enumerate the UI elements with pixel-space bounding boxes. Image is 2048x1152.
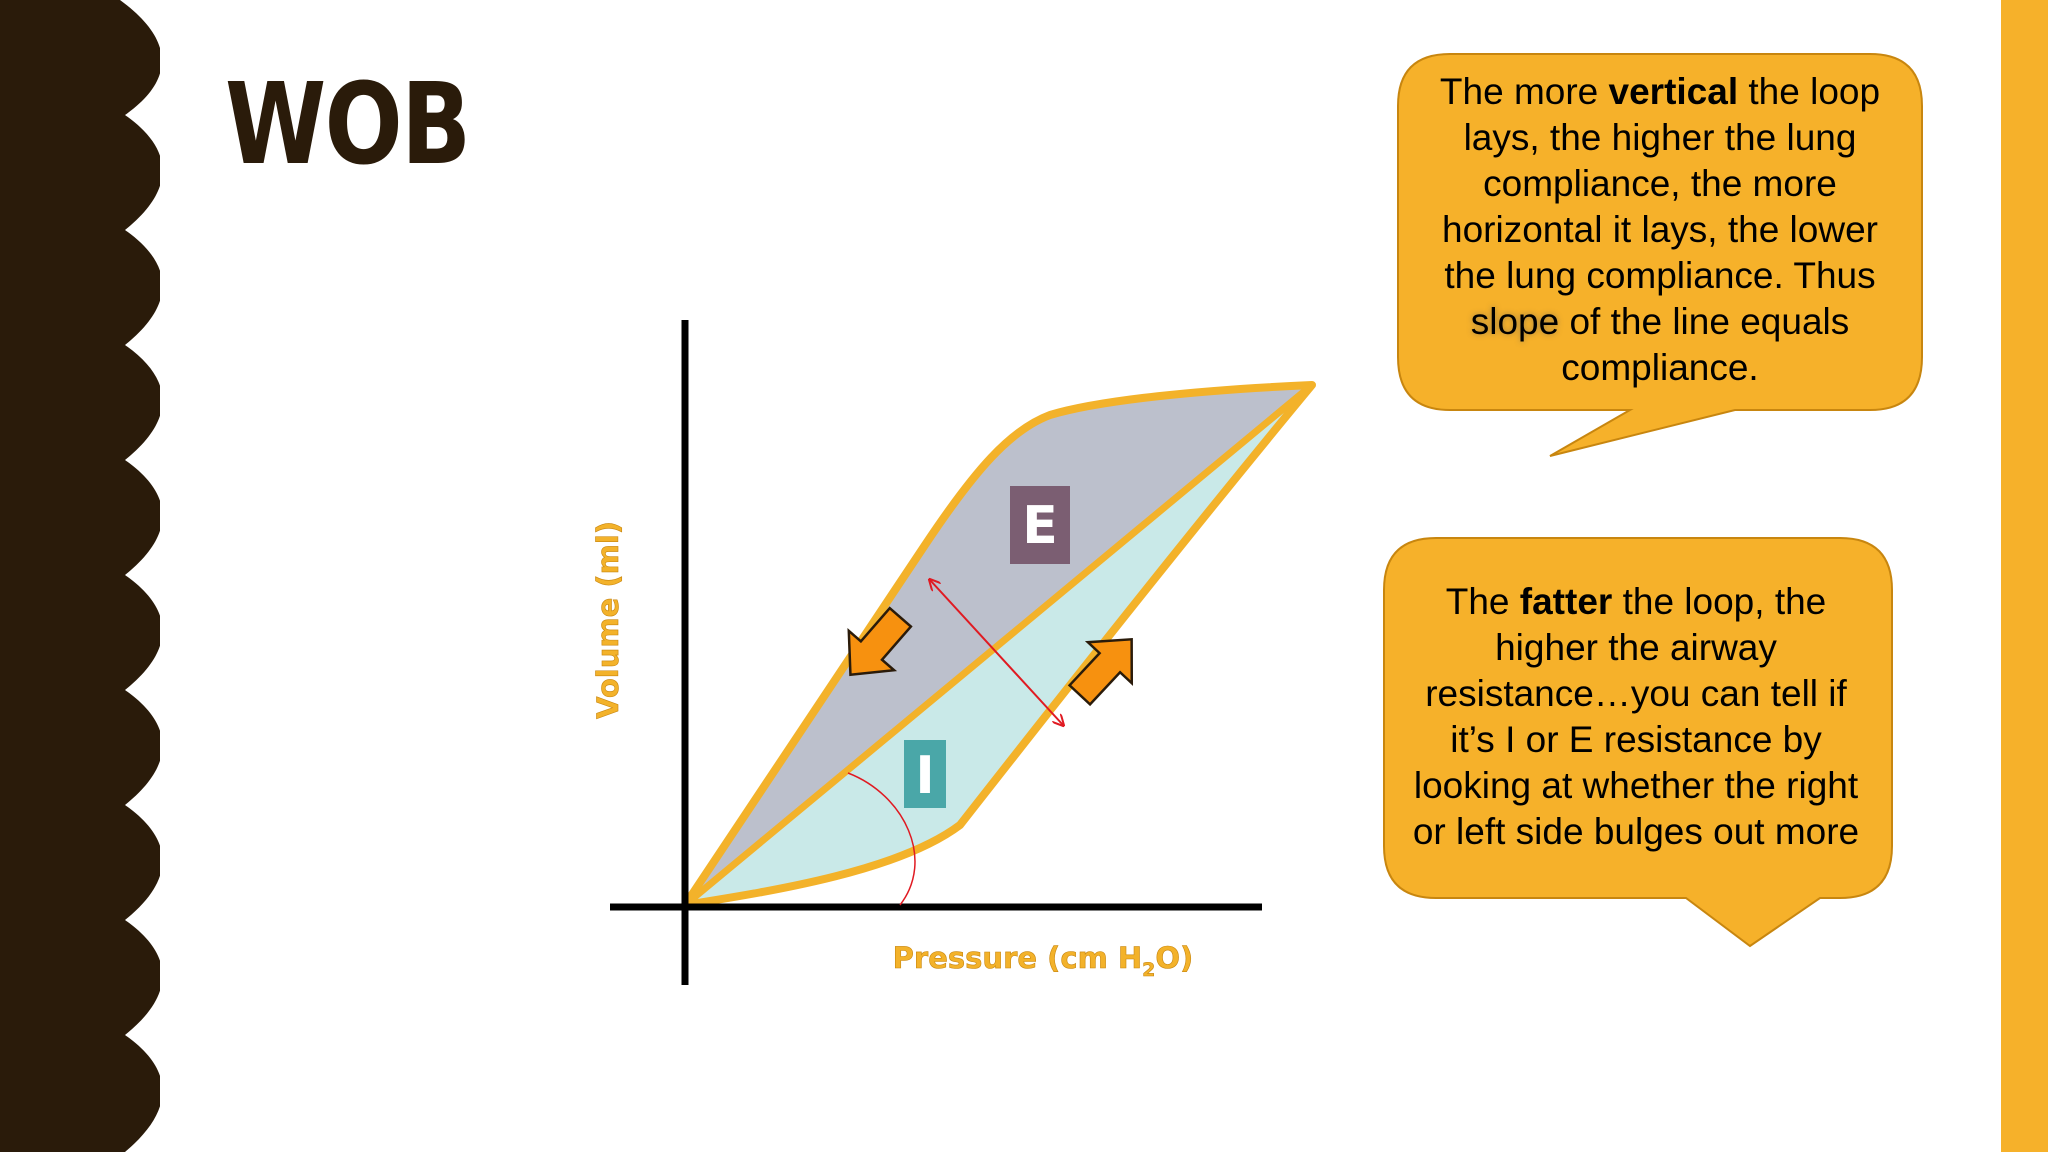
resistance-callout-text: The fatter the loop, the higher the airw… [1386,538,1886,896]
arrow-down-left-icon [847,606,913,677]
compliance-text-bold: vertical [1608,71,1739,112]
expiration-badge [1010,486,1070,564]
compliance-text-end: of the line equals compliance. [1559,301,1850,388]
angle-arc-icon [847,772,916,906]
x-axis-label: Pressure (cm H2O) [893,941,1194,981]
resistance-callout-bubble [1383,537,1893,948]
left-wavy-band-shape [0,0,160,1152]
resistance-text-start: The [1445,581,1520,622]
compliance-callout-bubble [1397,53,1923,457]
resistance-text-bold: fatter [1519,581,1613,622]
compliance-callout-shape [1397,53,1923,457]
left-wavy-band [0,0,160,1152]
resistance-callout-shape [1383,537,1893,948]
right-accent-band [2001,0,2048,1152]
resistance-text-rest: the loop, the higher the airway resistan… [1412,581,1860,852]
arrow-up-right-icon [1067,637,1134,707]
inspiration-badge-label: I [915,746,934,806]
x-axis-label-suffix: O) [1155,941,1193,975]
compliance-callout-text: The more vertical the loop lays, the hig… [1400,52,1920,408]
double-headed-arrow-icon [930,580,1063,725]
slide-title: WOB [225,60,471,190]
compliance-text-middle: the loop lays, the higher the lung compl… [1442,71,1881,296]
compliance-text-start: The more [1439,71,1609,112]
x-axis-label-subscript: 2 [1142,959,1155,981]
loop-outline [681,381,1316,909]
expiration-badge-label: E [1022,496,1058,556]
compliance-text-highlight: slope [1470,301,1560,342]
inspiration-badge [904,740,946,808]
y-axis-label: Volume (ml) [591,521,625,719]
x-axis-label-prefix: Pressure (cm H [893,941,1143,975]
